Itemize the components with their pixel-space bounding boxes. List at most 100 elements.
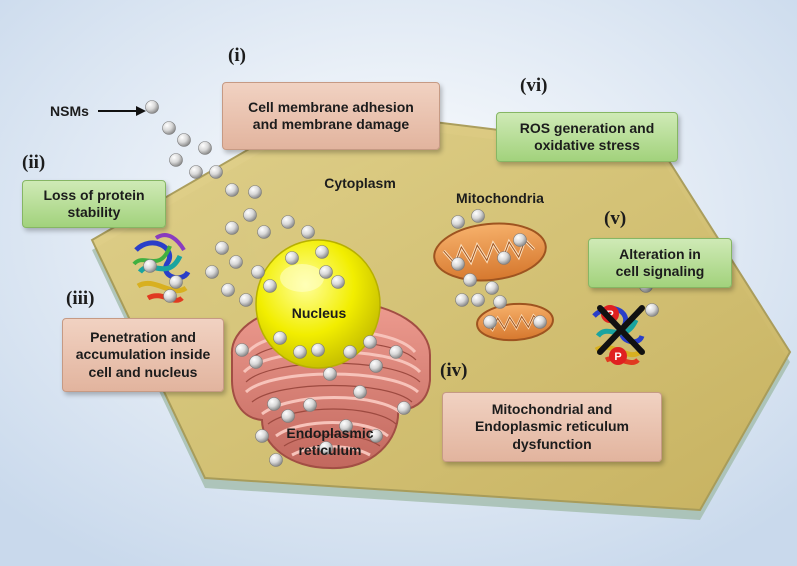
effect-i-line1: Cell membrane adhesion bbox=[248, 98, 414, 115]
effect-v-numeral: (v) bbox=[604, 208, 627, 229]
nanoparticle-icon bbox=[493, 295, 507, 309]
nanoparticle-icon bbox=[255, 429, 269, 443]
nanoparticle-icon bbox=[483, 315, 497, 329]
nanoparticle-icon bbox=[257, 225, 271, 239]
nanoparticle-icon bbox=[293, 345, 307, 359]
nanoparticle-icon bbox=[323, 367, 337, 381]
svg-text:P: P bbox=[614, 351, 621, 363]
mitochondrion-small bbox=[476, 302, 554, 342]
nanoparticle-icon bbox=[343, 345, 357, 359]
nanoparticle-icon bbox=[235, 343, 249, 357]
nanoparticle-icon bbox=[267, 397, 281, 411]
nanoparticle-icon bbox=[331, 275, 345, 289]
effect-iv-line1: Mitochondrial and bbox=[491, 400, 613, 417]
effect-vi-box: ROS generation and oxidative stress bbox=[496, 112, 678, 162]
effect-iii-numeral: (iii) bbox=[66, 288, 95, 309]
nanoparticle-icon bbox=[229, 255, 243, 269]
nanoparticle-icon bbox=[471, 209, 485, 223]
nanoparticles bbox=[143, 100, 659, 467]
nanoparticle-icon bbox=[319, 265, 333, 279]
nanoparticle-icon bbox=[162, 121, 176, 135]
nsms-arrow bbox=[98, 106, 146, 116]
nanoparticle-icon bbox=[311, 343, 325, 357]
nanoparticle-icon bbox=[353, 385, 367, 399]
effect-ii-line2: stability bbox=[67, 204, 121, 220]
nanoparticle-icon bbox=[369, 429, 383, 443]
nanoparticle-icon bbox=[221, 283, 235, 297]
nanoparticle-icon bbox=[205, 265, 219, 279]
nanoparticle-icon bbox=[451, 257, 465, 271]
nanoparticle-icon bbox=[513, 233, 527, 247]
nanoparticle-icon bbox=[471, 293, 485, 307]
cross-mark-icon bbox=[597, 305, 645, 355]
effect-iv-line3: dysfunction bbox=[512, 435, 592, 452]
nanoparticle-icon bbox=[239, 293, 253, 307]
nanoparticle-icon bbox=[248, 185, 262, 199]
nanoparticle-icon bbox=[397, 401, 411, 415]
nanoparticle-icon bbox=[177, 133, 191, 147]
nanoparticle-icon bbox=[463, 273, 477, 287]
effect-iii-line2: accumulation inside bbox=[75, 346, 211, 363]
nanoparticle-icon bbox=[163, 289, 177, 303]
nanoparticle-icon bbox=[225, 221, 239, 235]
nanoparticle-icon bbox=[303, 398, 317, 412]
nanoparticle-icon bbox=[143, 259, 157, 273]
effect-ii-numeral: (ii) bbox=[22, 152, 46, 173]
effect-v-box: Alteration in cell signaling bbox=[588, 238, 732, 288]
nanoparticle-icon bbox=[301, 225, 315, 239]
nanoparticle-icon bbox=[169, 153, 183, 167]
effect-v-line1: Alteration in bbox=[619, 245, 701, 262]
effect-iii-line3: cell and nucleus bbox=[88, 363, 198, 380]
nanoparticle-icon bbox=[497, 251, 511, 265]
er-label-line2: reticulum bbox=[298, 441, 362, 458]
effect-iv-numeral: (iv) bbox=[440, 360, 468, 381]
nucleus-label: Nucleus bbox=[291, 305, 347, 321]
nanoparticle-icon bbox=[315, 245, 329, 259]
effect-iv-box: Mitochondrial and Endoplasmic reticulum … bbox=[442, 392, 662, 462]
nanoparticle-icon bbox=[285, 251, 299, 265]
nanoparticle-icon bbox=[363, 335, 377, 349]
nanoparticle-icon bbox=[249, 355, 263, 369]
effect-vi-line1: ROS generation and bbox=[519, 119, 655, 136]
nsms-label: NSMs bbox=[50, 103, 89, 119]
effect-vi-line2: oxidative stress bbox=[534, 137, 640, 153]
er-label: Endoplasmic reticulum bbox=[270, 425, 390, 459]
er-label-line1: Endoplasmic bbox=[286, 425, 374, 441]
effect-iii-line1: Penetration and bbox=[90, 328, 196, 345]
effect-i-line2: and membrane damage bbox=[252, 116, 410, 132]
cytoplasm-label: Cytoplasm bbox=[324, 175, 396, 191]
effect-ii-box: Loss of protein stability bbox=[22, 180, 166, 228]
nanoparticle-icon bbox=[209, 165, 223, 179]
nanoparticle-icon bbox=[485, 281, 499, 295]
nanoparticle-icon bbox=[169, 275, 183, 289]
nanoparticle-icon bbox=[145, 100, 159, 114]
nanoparticle-icon bbox=[369, 359, 383, 373]
nanoparticle-icon bbox=[225, 183, 239, 197]
nanoparticle-icon bbox=[339, 419, 353, 433]
effect-i-numeral: (i) bbox=[228, 45, 246, 66]
nanoparticle-icon bbox=[251, 265, 265, 279]
nanoparticle-icon bbox=[645, 303, 659, 317]
nanoparticle-icon bbox=[198, 141, 212, 155]
nanoparticle-icon bbox=[189, 165, 203, 179]
nanoparticle-icon bbox=[533, 315, 547, 329]
nanoparticle-icon bbox=[455, 293, 469, 307]
effect-vi-numeral: (vi) bbox=[520, 75, 548, 96]
nucleus bbox=[255, 239, 381, 369]
nanoparticle-icon bbox=[269, 453, 283, 467]
effect-v-line2: cell signaling bbox=[615, 263, 705, 279]
nanoparticle-icon bbox=[389, 345, 403, 359]
effect-i-box: Cell membrane adhesion and membrane dama… bbox=[222, 82, 440, 150]
effect-iii-box: Penetration and accumulation inside cell… bbox=[62, 318, 224, 392]
nanoparticle-icon bbox=[281, 409, 295, 423]
nanoparticle-icon bbox=[273, 331, 287, 345]
nanoparticle-icon bbox=[319, 441, 333, 455]
nanoparticle-icon bbox=[243, 208, 257, 222]
nanoparticle-icon bbox=[215, 241, 229, 255]
nanoparticle-icon bbox=[281, 215, 295, 229]
effect-ii-line1: Loss of protein bbox=[43, 186, 145, 203]
effect-iv-line2: Endoplasmic reticulum bbox=[474, 418, 630, 435]
nanoparticle-icon bbox=[263, 279, 277, 293]
nanoparticle-icon bbox=[451, 215, 465, 229]
